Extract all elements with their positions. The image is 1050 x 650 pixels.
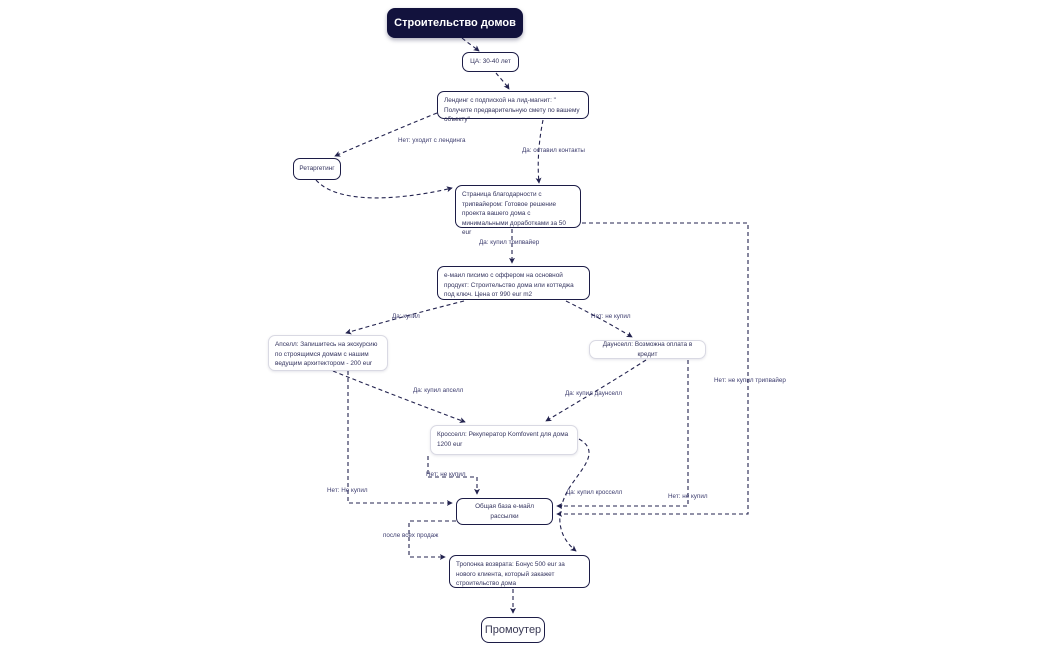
node-promoter[interactable]: Промоутер [481, 617, 545, 643]
node-downsell[interactable]: Даунселл: Возможна оплата в кредит [589, 340, 706, 359]
edge-audience-landing [495, 72, 510, 90]
edge-thankyou-database-no-tripwire [556, 222, 749, 517]
edge-label-yes-upsell: Да: купил апселл [413, 387, 464, 394]
edge-downsell-database-no [556, 360, 689, 509]
edge-database-bonus-after-sales [408, 520, 456, 560]
node-landing-page[interactable]: Лендинг с подпиской на лид-магнит: " Пол… [437, 91, 589, 123]
edge-email-downsell [565, 300, 633, 338]
edge-label-yes-contacts: Да: оставил контакты [522, 147, 585, 154]
edge-upsell-crosssell [332, 370, 466, 423]
edge-label-no-crosssell: Нет: не купил [426, 471, 466, 478]
edge-landing-thankyou [535, 119, 544, 184]
edge-label-no-downsell: Нет: не купил [668, 493, 708, 500]
edge-downsell-crosssell [545, 359, 647, 422]
node-email-offer[interactable]: е-маил писимо с оффером на основной прод… [437, 266, 590, 300]
edge-crosssell-database-no [427, 456, 480, 495]
edge-label-after-sales: после всех продаж [383, 532, 439, 539]
node-email-database[interactable]: Общая база е-майл рассылки [456, 498, 553, 525]
edge-label-yes-tripwire: Да: купил трипвайер [479, 239, 540, 246]
edge-label-no-tripwire: Нет: не купил трипвайер [714, 377, 786, 384]
edge-label-no-main: Нет: не купил [591, 313, 631, 320]
node-title[interactable]: Строительство домов [387, 8, 523, 38]
edge-email-upsell [345, 300, 465, 335]
node-retargeting[interactable]: Ретаргетинг [293, 158, 341, 180]
edge-label-no-leave-landing: Нет: уходит с лендинга [398, 137, 466, 144]
edge-label-yes-crosssell: Да: купил кросселл [566, 489, 623, 496]
edge-label-yes-downsell: Да: купил даунселл [565, 390, 623, 397]
edge-label-yes-main: Да: купил [392, 313, 420, 320]
edge-label-no-upsell: Нет: Не купил [327, 487, 368, 494]
edge-retargeting-thankyou [315, 179, 453, 199]
node-upsell[interactable]: Апселл: Запишитесь на экскурсию по строя… [268, 335, 388, 371]
edge-landing-retargeting [334, 112, 438, 157]
node-crosssell[interactable]: Кросселл: Рекуператор Komfovent для дома… [430, 425, 578, 455]
node-target-audience[interactable]: ЦА: 30-40 лет [462, 52, 519, 72]
node-return-path-bonus[interactable]: Тропонка возврата: Бонус 500 eur за ново… [449, 555, 590, 588]
edge-title-audience [461, 37, 480, 52]
edge-upsell-database-no [347, 371, 453, 506]
node-thankyou-page[interactable]: Страница благодарности с трипвайером: Го… [455, 185, 581, 236]
edge-crosssell-bonus-yes [559, 438, 590, 552]
